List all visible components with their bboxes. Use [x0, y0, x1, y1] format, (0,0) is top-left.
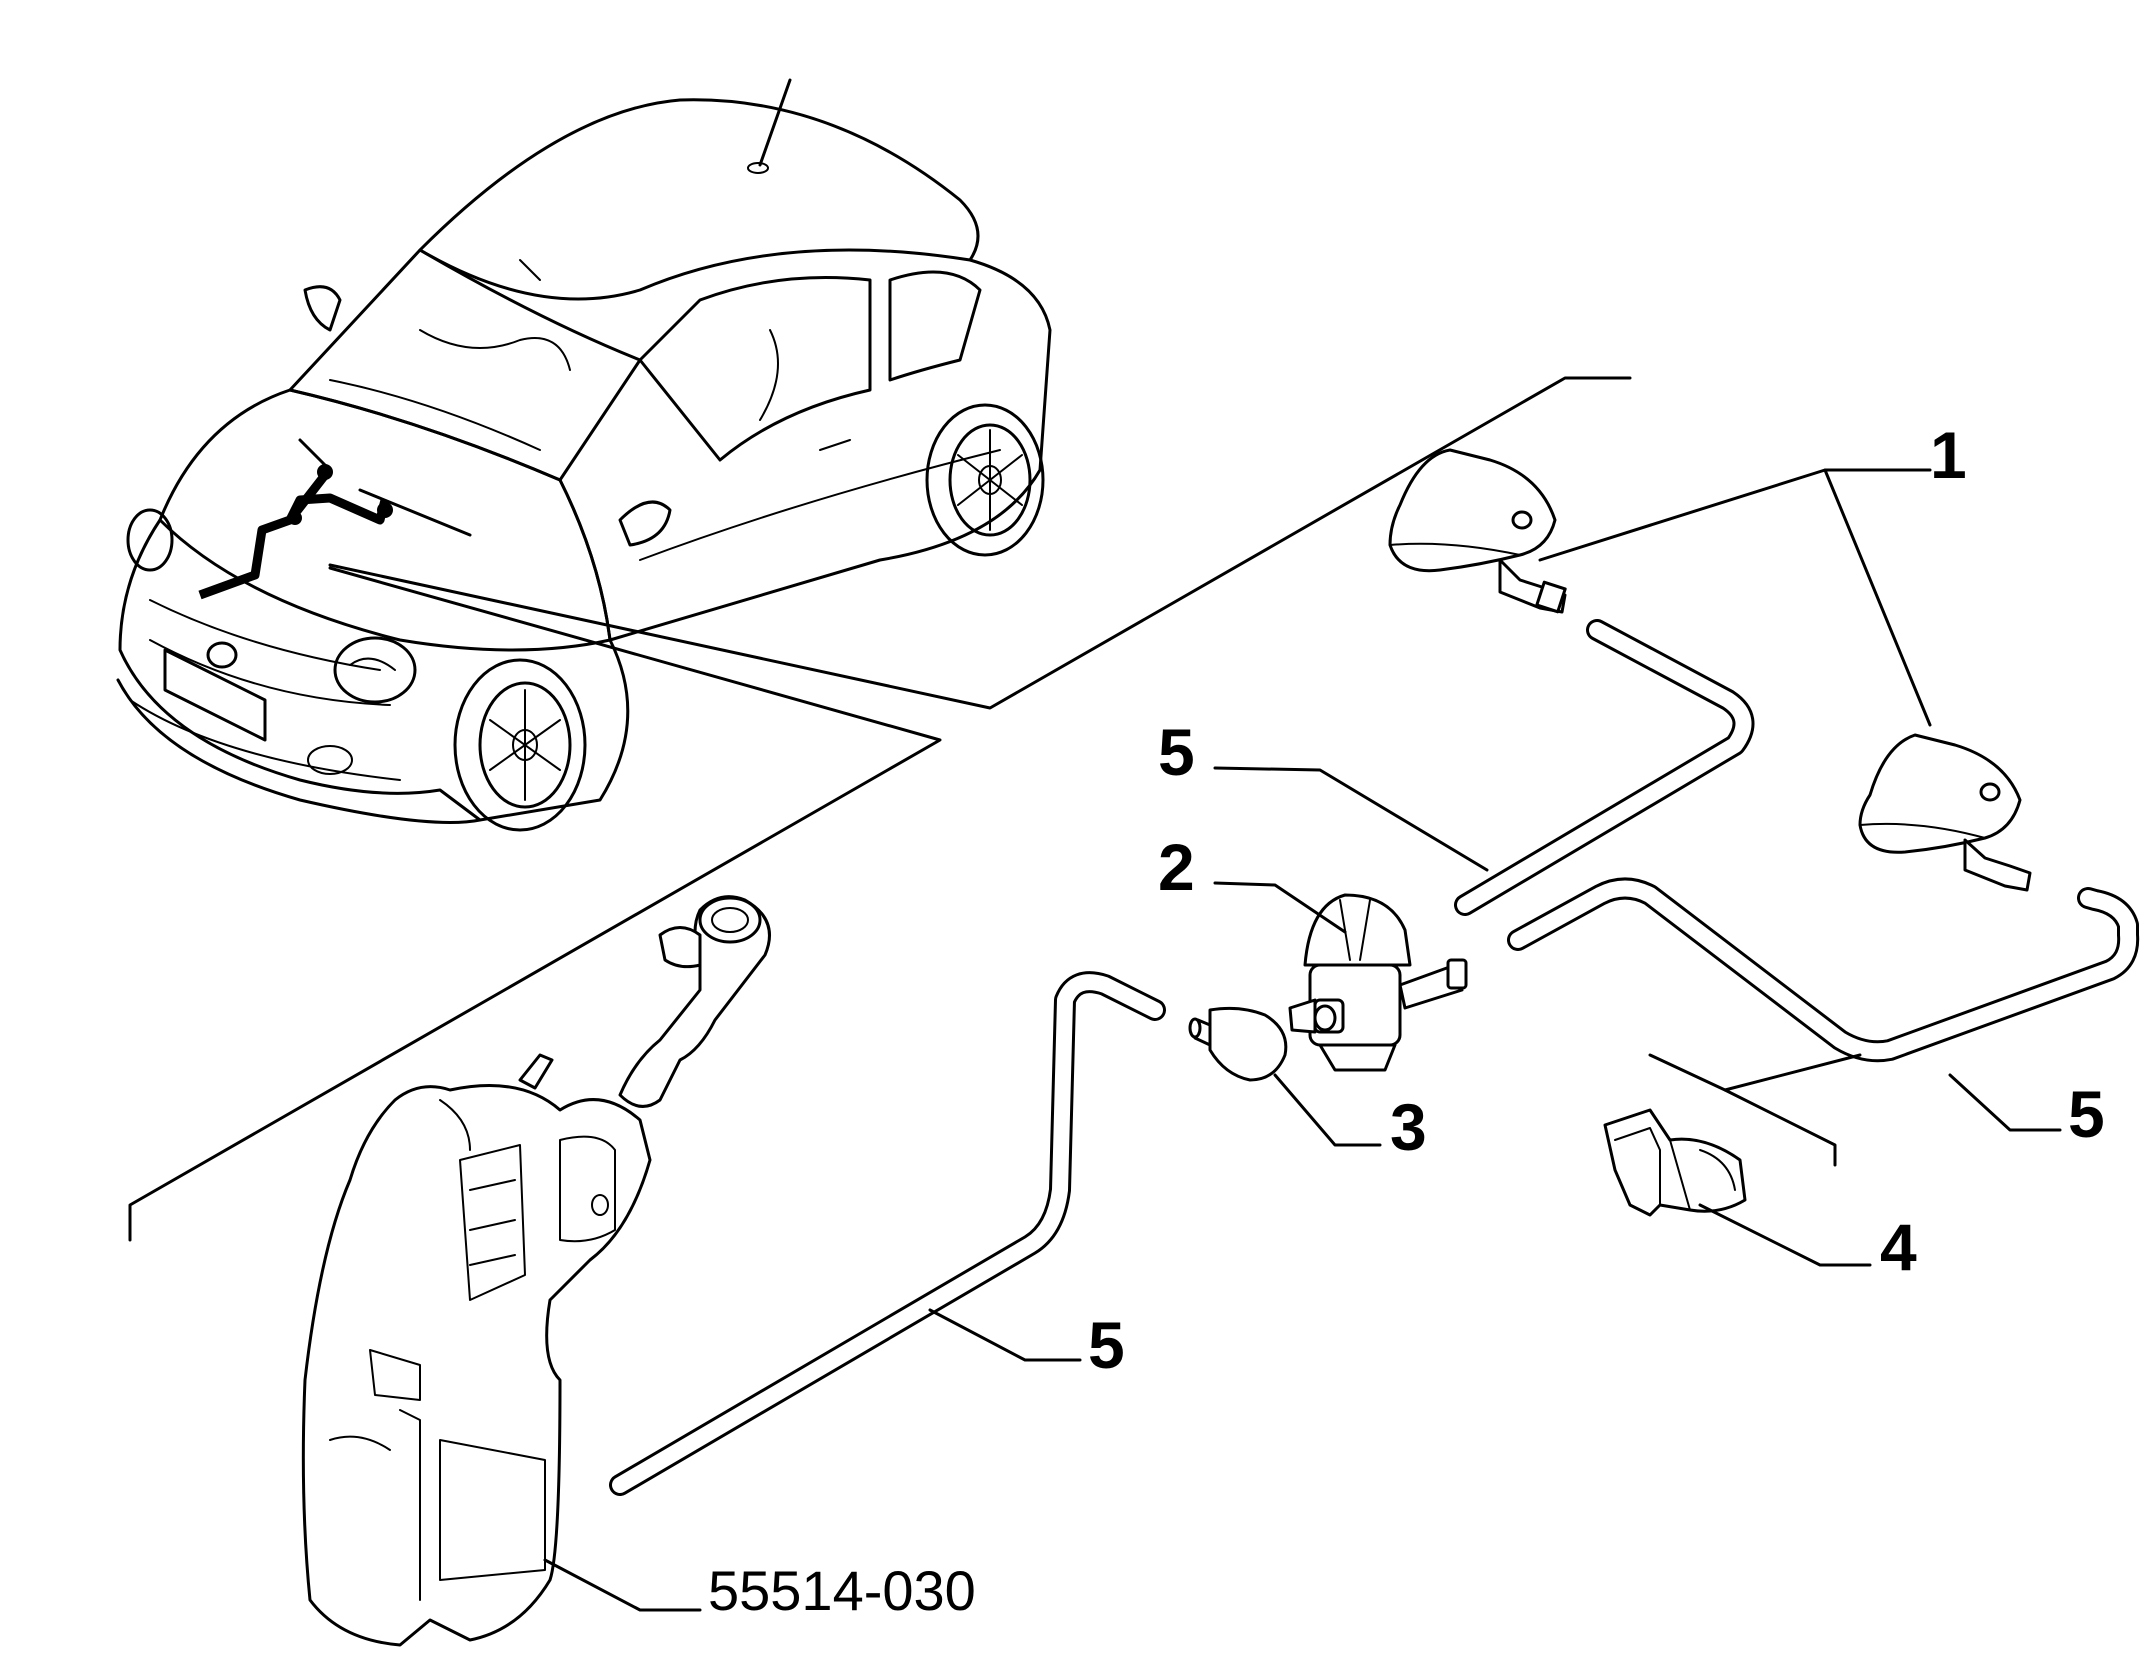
callout-1: 1 — [1930, 418, 1967, 492]
washer-reservoir — [301, 895, 771, 1647]
callout-5-right: 5 — [2068, 1077, 2105, 1151]
hose-clip — [1603, 1108, 1747, 1217]
callout-5-bottom: 5 — [1088, 1308, 1125, 1382]
washer-hoses — [609, 619, 2140, 1496]
car-overview-illustration — [116, 78, 1052, 832]
washer-jet — [1188, 1006, 1288, 1082]
washer-valve — [1288, 893, 1468, 1072]
zoom-leader-lines — [128, 376, 1632, 1242]
callout-2: 2 — [1158, 830, 1195, 904]
callout-5-top: 5 — [1158, 715, 1195, 789]
callout-leaders — [543, 468, 2062, 1612]
washer-nozzle-lower — [1858, 733, 2032, 892]
washer-nozzle-upper — [1388, 448, 1567, 614]
callout-4: 4 — [1880, 1210, 1917, 1284]
callout-3: 3 — [1390, 1090, 1427, 1164]
part-number-label: 55514-030 — [708, 1559, 976, 1622]
